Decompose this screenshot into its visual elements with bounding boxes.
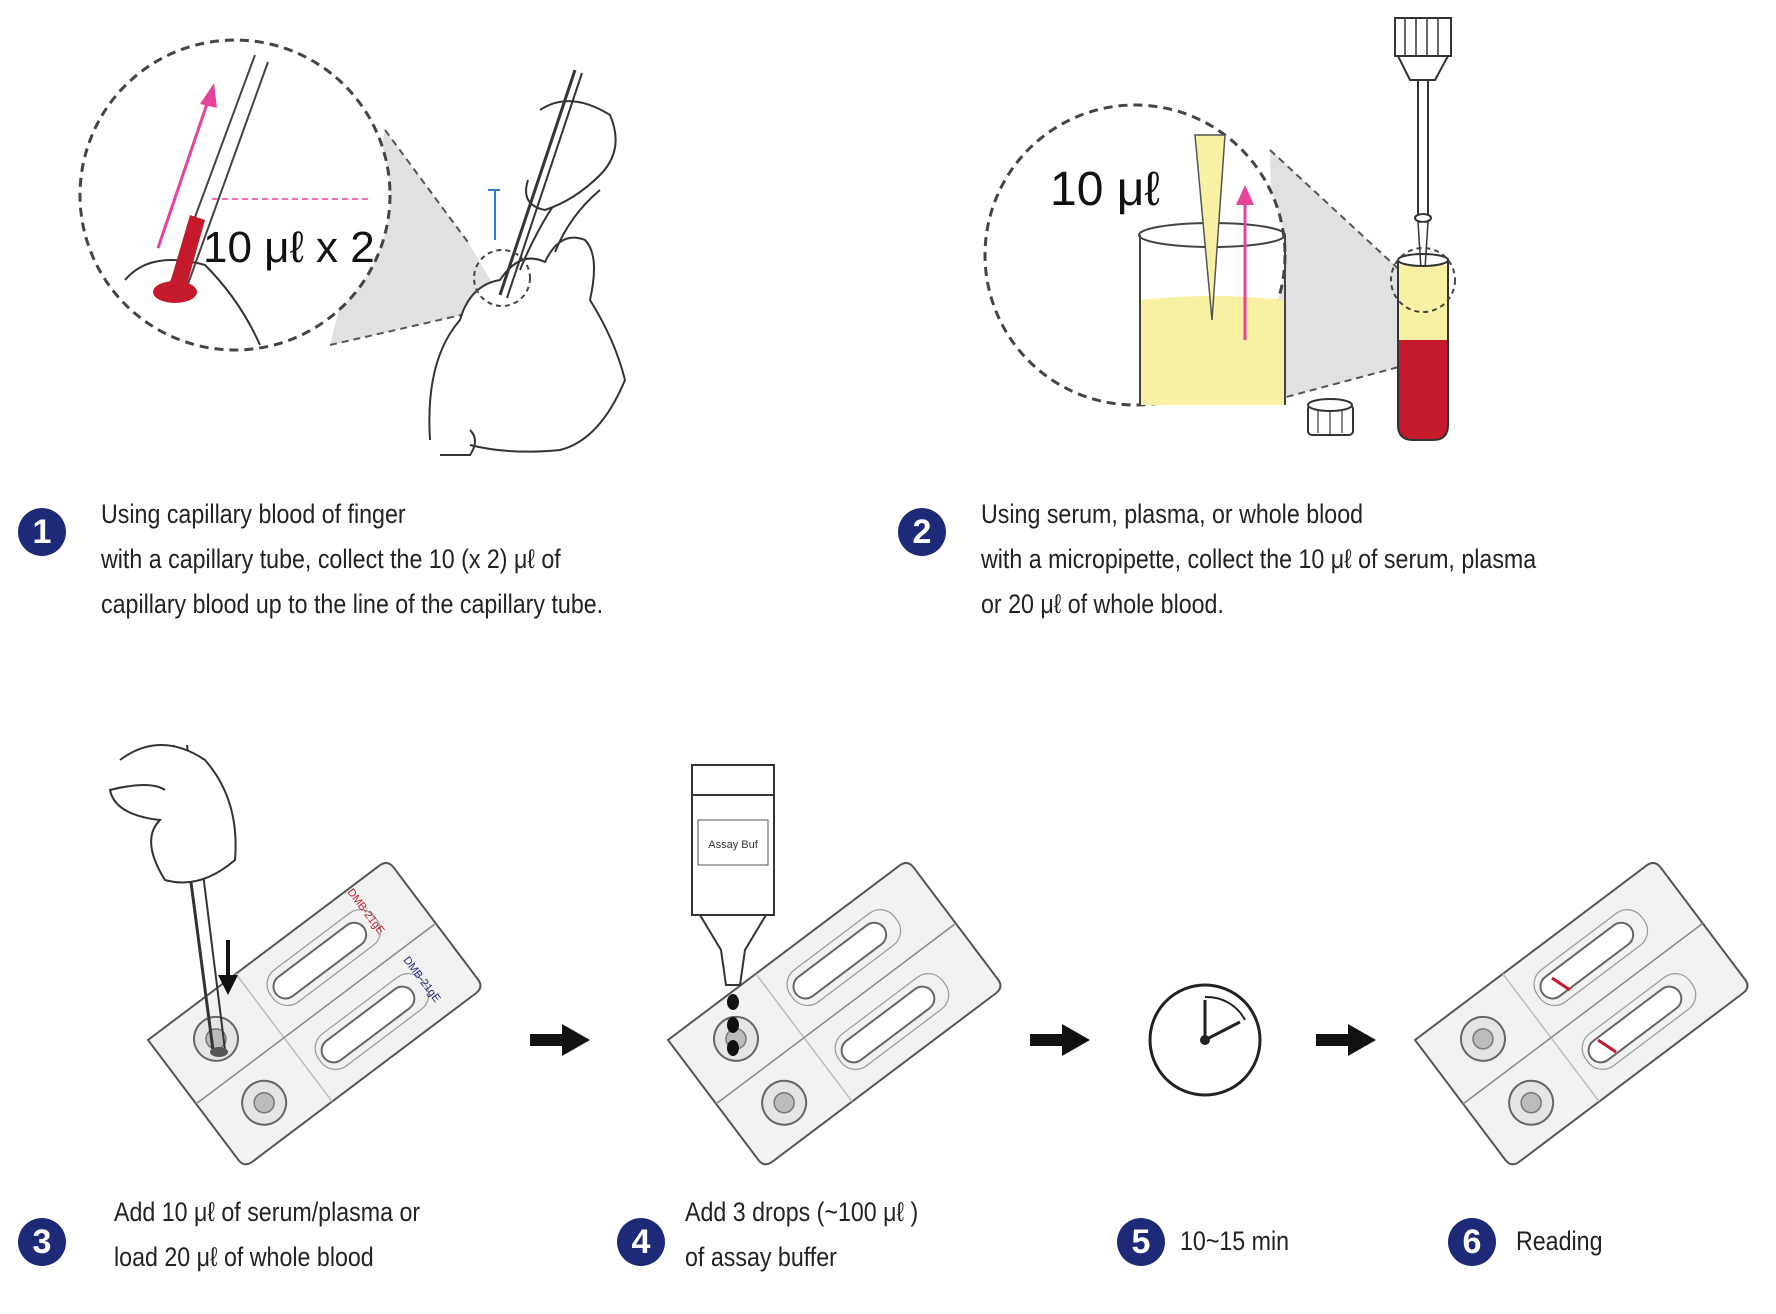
step-4: 4 Add 3 drops (~100 μℓ ) of assay buffer: [617, 1197, 956, 1280]
panel6-illustration: [1414, 858, 1752, 1169]
step-4-text: Add 3 drops (~100 μℓ ) of assay buffer: [685, 1197, 919, 1272]
step-number-badge: 1: [18, 508, 66, 556]
step-2: 2 Using serum, plasma, or whole blood wi…: [898, 499, 1627, 627]
panel2-illustration: 10 μℓ: [983, 17, 1456, 441]
step-3-text: Add 10 μℓ of serum/plasma or load 20 μℓ …: [114, 1197, 421, 1272]
step-3: 3 Add 10 μℓ of serum/plasma or load 20 μ…: [18, 1197, 470, 1280]
next-arrow-icon: [1316, 1024, 1376, 1056]
panel1-illustration: 10 μℓ x 2: [78, 38, 627, 456]
panel4-illustration: Assay Buf: [667, 764, 1005, 1169]
step-2-text: Using serum, plasma, or whole blood with…: [981, 499, 1537, 619]
step-6: 6 Reading: [1448, 1218, 1617, 1266]
step-number-badge: 2: [898, 508, 946, 556]
clock-icon: [1148, 983, 1262, 1097]
next-arrow-icon: [1030, 1024, 1090, 1056]
step-5: 5 10~15 min: [1117, 1218, 1307, 1266]
step-number-badge: 4: [617, 1218, 665, 1266]
step-5-text: 10~15 min: [1180, 1226, 1290, 1256]
bottle-label: Assay Buf: [708, 839, 758, 851]
next-arrow-icon: [530, 1024, 590, 1056]
step-number-badge: 6: [1448, 1218, 1496, 1266]
panel1-callout: 10 μℓ x 2: [203, 223, 375, 272]
step-6-text: Reading: [1516, 1226, 1603, 1256]
step-1: 1 Using capillary blood of finger with a…: [18, 499, 685, 627]
step-1-text: Using capillary blood of finger with a c…: [101, 499, 604, 619]
step-number-badge: 3: [18, 1218, 66, 1266]
panel3-illustration: DMB-21gE DMB-21gE: [108, 744, 485, 1169]
panel2-callout: 10 μℓ: [1050, 163, 1160, 216]
step-number-badge: 5: [1117, 1218, 1165, 1266]
